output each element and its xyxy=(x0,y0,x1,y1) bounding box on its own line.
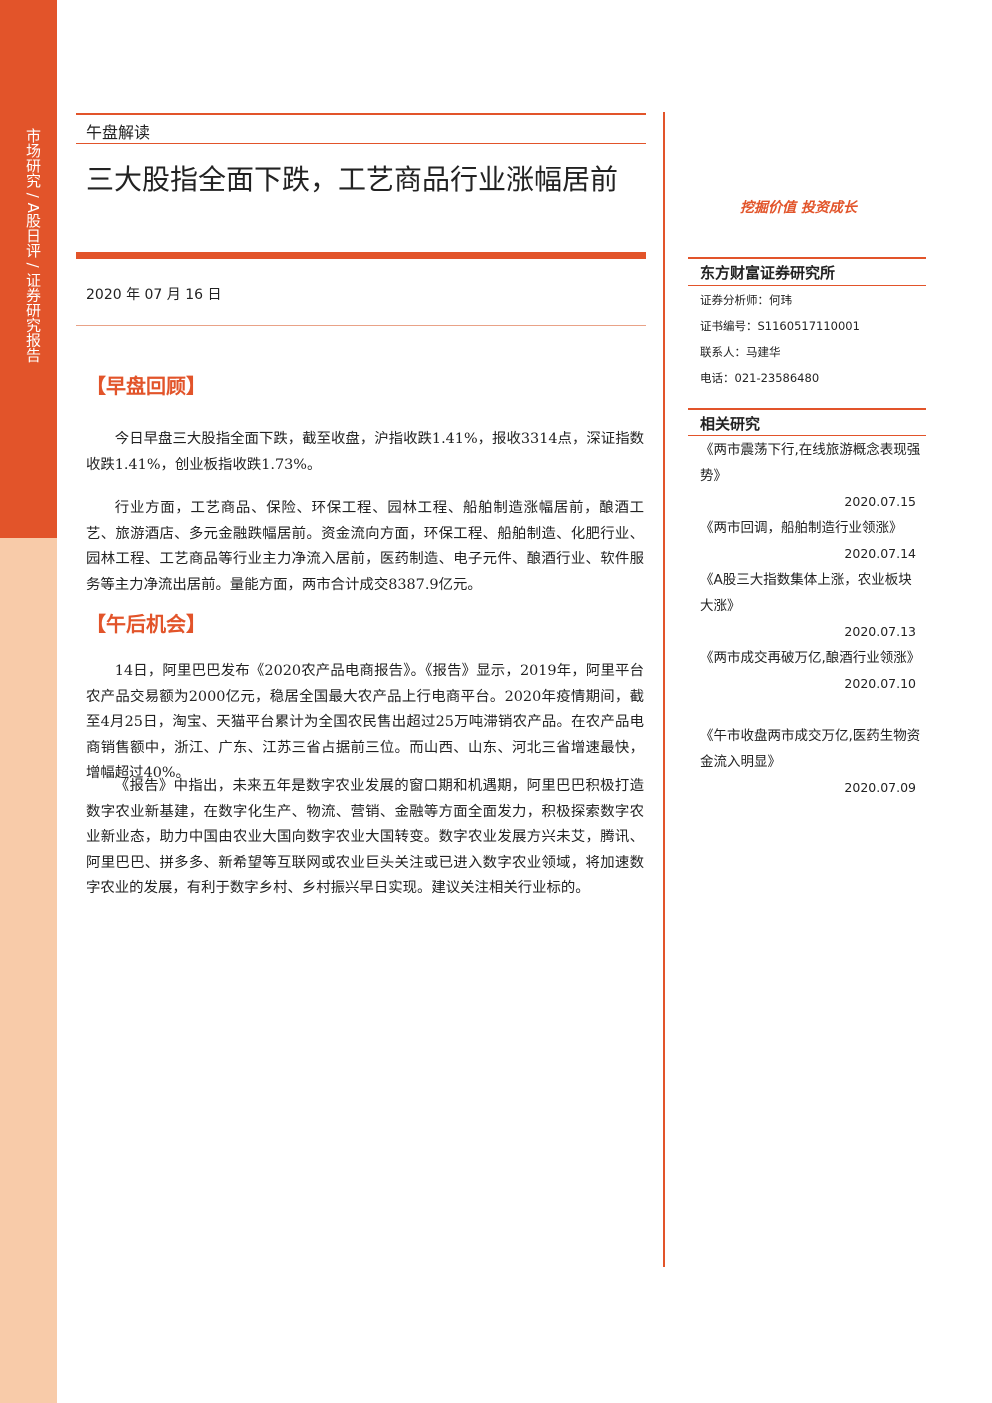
analyst-name: 证券分析师：何玮 xyxy=(700,293,792,307)
related-report[interactable]: 《两市回调，船舶制造行业领涨》 2020.07.14 xyxy=(700,515,922,567)
firm-rule xyxy=(688,257,926,259)
sidebar-band xyxy=(0,0,57,538)
paragraph: 今日早盘三大股指全面下跌，截至收盘，沪指收跌1.41%，报收3314点，深证指数… xyxy=(86,431,644,473)
header-rule xyxy=(76,113,646,115)
related-report[interactable]: 《A股三大指数集体上涨，农业板块大涨》 2020.07.13 xyxy=(700,567,922,645)
paragraph: 行业方面，工艺商品、保险、环保工程、园林工程、船舶制造涨幅居前，酿酒工艺、旅游酒… xyxy=(86,500,644,593)
related-report-title[interactable]: 《两市震荡下行,在线旅游概念表现强势》 xyxy=(700,442,921,484)
related-report-date: 2020.07.14 xyxy=(844,546,916,561)
report-title: 三大股指全面下跌，工艺商品行业涨幅居前 xyxy=(86,163,619,196)
related-rule xyxy=(688,408,926,410)
sidebar-label: 市场研究 / A股日评 / 证券研究报告 xyxy=(24,128,42,363)
report-date: 2020 年 07 月 16 日 xyxy=(86,287,222,303)
related-underline xyxy=(688,435,926,436)
related-report-title[interactable]: 《A股三大指数集体上涨，农业板块大涨》 xyxy=(700,572,912,614)
contact-person: 联系人：马建华 xyxy=(700,345,781,359)
section-heading-afternoon: 【午后机会】 xyxy=(86,612,206,636)
related-research-title: 相关研究 xyxy=(700,415,761,433)
related-report[interactable]: 《两市成交再破万亿,酿酒行业领涨》 2020.07.10 xyxy=(700,645,922,697)
related-report-date: 2020.07.10 xyxy=(844,676,916,691)
phone-number: 电话：021-23586480 xyxy=(700,371,820,385)
firm-underline xyxy=(688,285,926,286)
section-heading-morning: 【早盘回顾】 xyxy=(86,374,206,398)
sidebar-band-light xyxy=(0,538,57,1403)
related-report-date: 2020.07.13 xyxy=(844,624,916,639)
related-report-date: 2020.07.09 xyxy=(844,780,916,795)
related-report-date: 2020.07.15 xyxy=(844,494,916,509)
paragraph: 14日，阿里巴巴发布《2020农产品电商报告》。《报告》显示，2019年，阿里平… xyxy=(86,663,644,782)
category-rule xyxy=(76,143,646,144)
certificate-number: 证书编号：S1160517110001 xyxy=(700,319,860,333)
related-report-title[interactable]: 《午市收盘两市成交万亿,医药生物资金流入明显》 xyxy=(700,728,921,770)
related-report-title[interactable]: 《两市成交再破万亿,酿酒行业领涨》 xyxy=(700,650,921,666)
related-report[interactable]: 《午市收盘两市成交万亿,医药生物资金流入明显》 2020.07.09 xyxy=(700,723,922,801)
title-rule xyxy=(76,252,646,259)
related-report-title[interactable]: 《两市回调，船舶制造行业领涨》 xyxy=(700,520,903,536)
paragraph: 《报告》中指出，未来五年是数字农业发展的窗口期和机遇期，阿里巴巴积极打造数字农业… xyxy=(86,778,644,897)
related-report[interactable]: 《两市震荡下行,在线旅游概念表现强势》 2020.07.15 xyxy=(700,437,922,515)
slogan: 挖掘价值 投资成长 xyxy=(740,200,857,216)
firm-name: 东方财富证券研究所 xyxy=(700,264,836,282)
report-category: 午盘解读 xyxy=(86,123,151,142)
date-rule xyxy=(76,325,646,326)
column-divider xyxy=(663,112,665,1267)
